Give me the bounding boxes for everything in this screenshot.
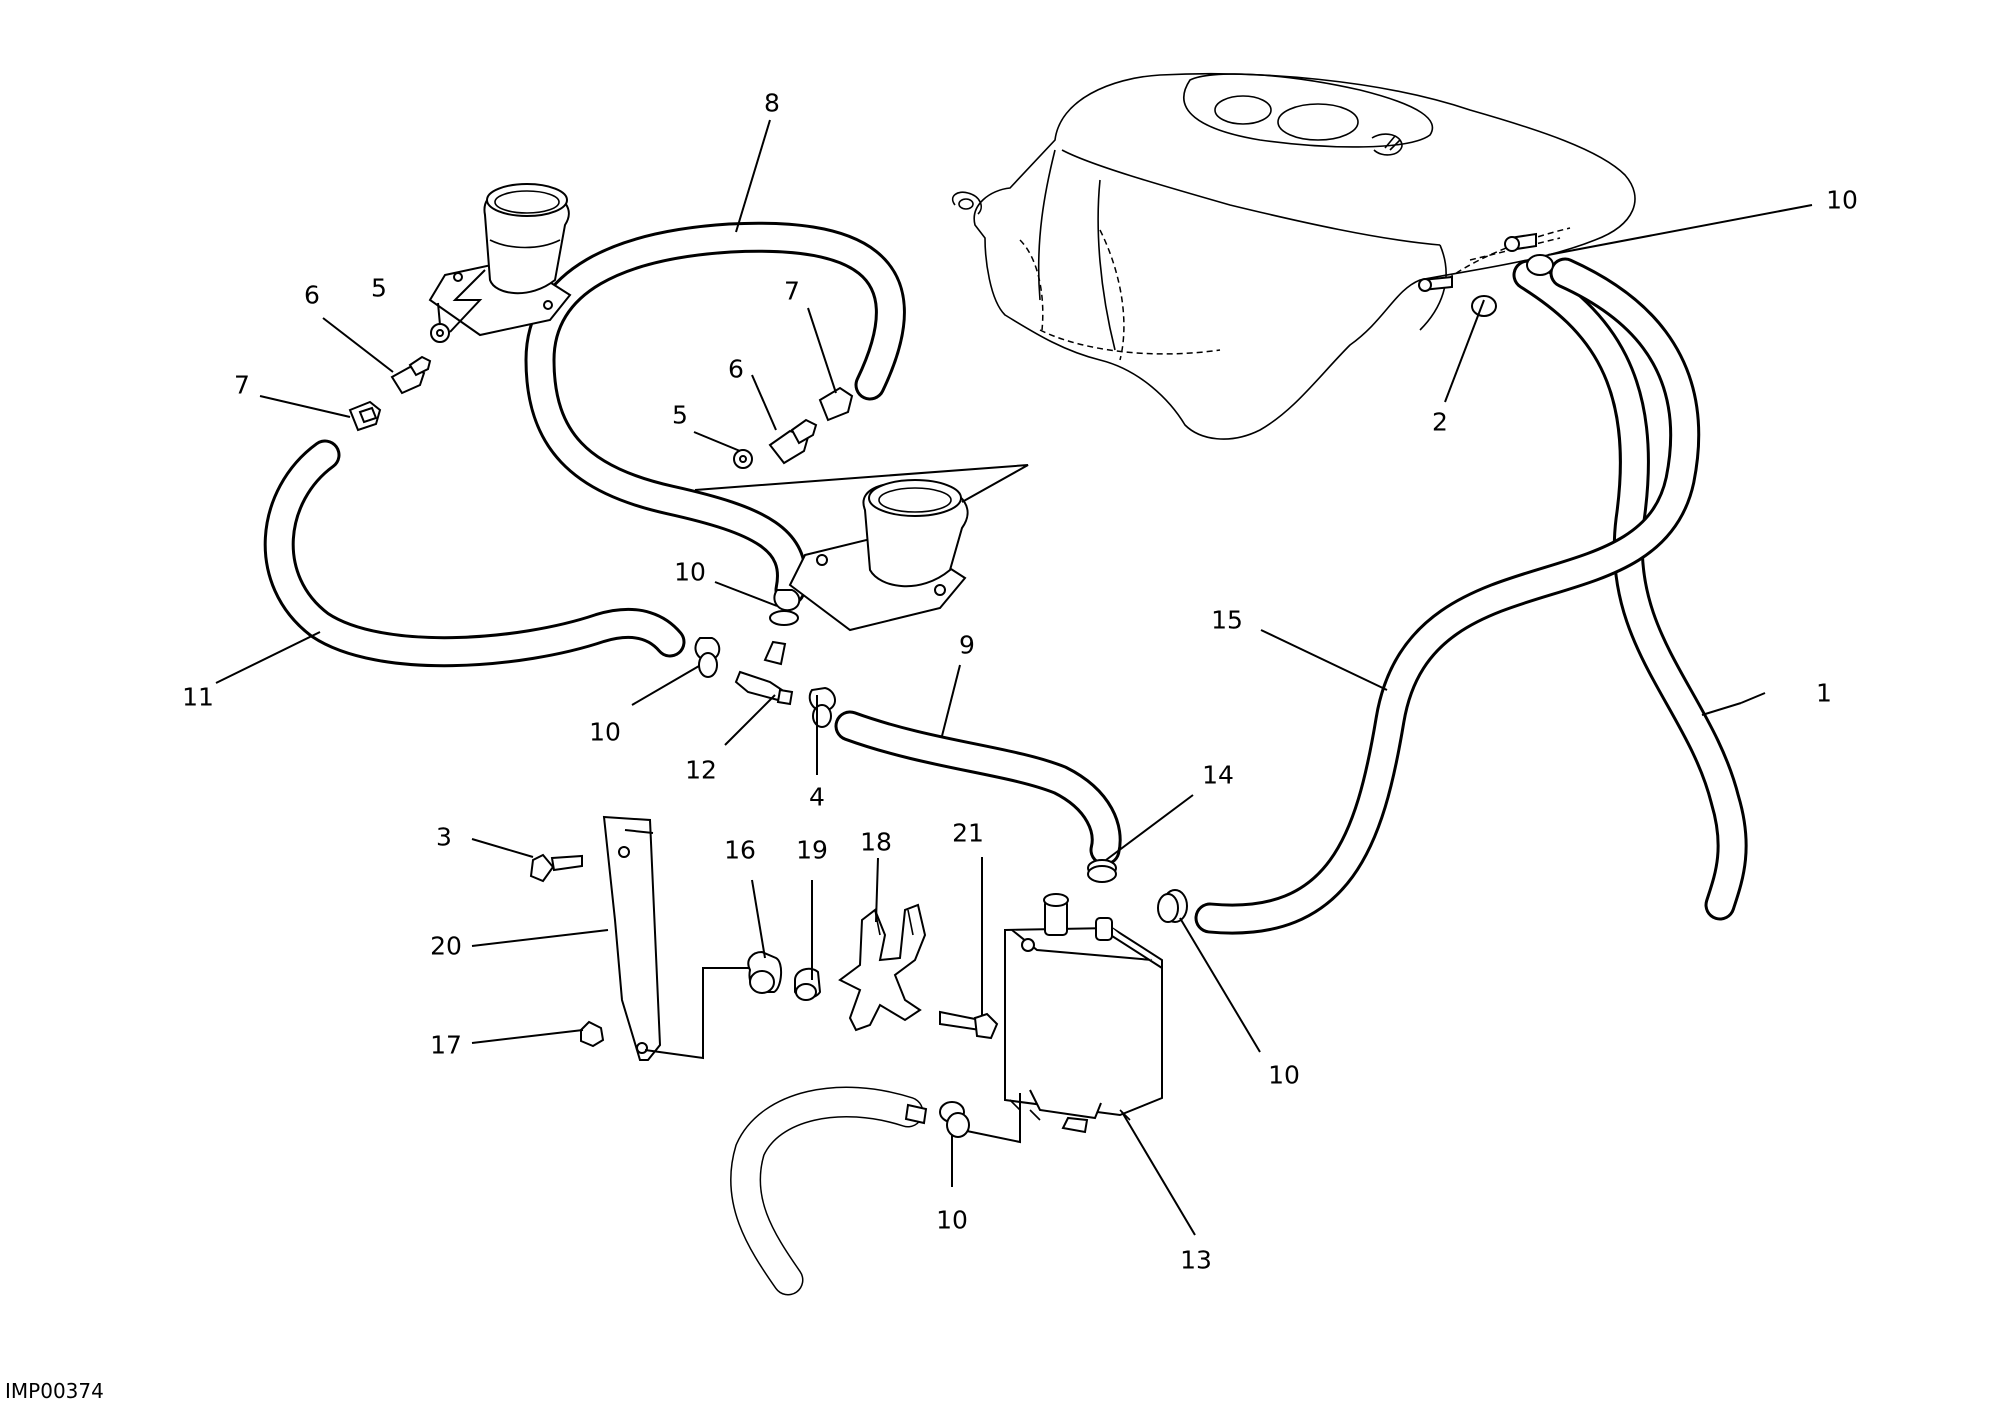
callout-3: 3	[436, 823, 452, 852]
bolt-3	[529, 853, 583, 883]
drain-hose	[730, 1086, 924, 1296]
callout-2: 2	[1432, 408, 1448, 437]
callout-10-bottom: 10	[936, 1206, 968, 1235]
callout-10-left: 10	[589, 718, 621, 747]
hose-1	[1512, 259, 1748, 921]
callout-10-canister: 10	[1268, 1061, 1300, 1090]
drawing-code: IMP00374	[5, 1379, 104, 1403]
fittings-center-group	[694, 386, 854, 678]
evap-canister	[961, 893, 1163, 1144]
nut-17	[580, 1020, 605, 1048]
t-fitting-12	[734, 640, 836, 728]
callout-14: 14	[1202, 761, 1234, 790]
callout-9: 9	[959, 631, 975, 660]
callout-10-top-right: 10	[1826, 186, 1858, 215]
callout-17: 17	[430, 1031, 462, 1060]
bracket-18	[838, 903, 927, 1032]
tank-clips	[1471, 254, 1554, 317]
hose-8	[524, 221, 906, 606]
callout-16: 16	[724, 836, 756, 865]
callout-4: 4	[809, 783, 825, 812]
callout-20: 20	[430, 932, 462, 961]
callout-7-left: 7	[234, 371, 250, 400]
fuel-tank	[951, 72, 1636, 440]
callout-8: 8	[764, 89, 780, 118]
callout-labels: 1 2 3 4 5 5 6 6 7 7 8 9 10 10 10 10 10 1…	[182, 89, 1858, 1275]
callout-6-left: 6	[304, 281, 320, 310]
callout-19: 19	[796, 836, 828, 865]
callout-1: 1	[1816, 679, 1832, 708]
hose-15	[1194, 257, 1701, 935]
callout-6-center: 6	[728, 355, 744, 384]
intake-manifold-left	[428, 183, 572, 337]
fitting-14-clip	[1087, 859, 1188, 923]
intake-manifold-right	[694, 464, 1029, 632]
clip-10-bottom	[904, 1101, 970, 1138]
callout-15: 15	[1211, 606, 1243, 635]
hose-11	[263, 439, 686, 668]
callout-12: 12	[685, 756, 717, 785]
leader-lines	[215, 119, 1813, 1236]
callout-7-center: 7	[784, 277, 800, 306]
bracket-20	[602, 815, 760, 1061]
fittings-left-group	[348, 323, 450, 432]
screw-21	[939, 1010, 999, 1040]
hose-9	[834, 710, 1122, 866]
callout-11: 11	[182, 683, 214, 712]
callout-18: 18	[860, 828, 892, 857]
callout-5-left: 5	[371, 274, 387, 303]
callout-21: 21	[952, 819, 984, 848]
spacer-19	[794, 967, 822, 1001]
callout-5-center: 5	[672, 401, 688, 430]
callout-13: 13	[1180, 1246, 1212, 1275]
grommet-16	[747, 950, 782, 994]
callout-10-upper: 10	[674, 558, 706, 587]
